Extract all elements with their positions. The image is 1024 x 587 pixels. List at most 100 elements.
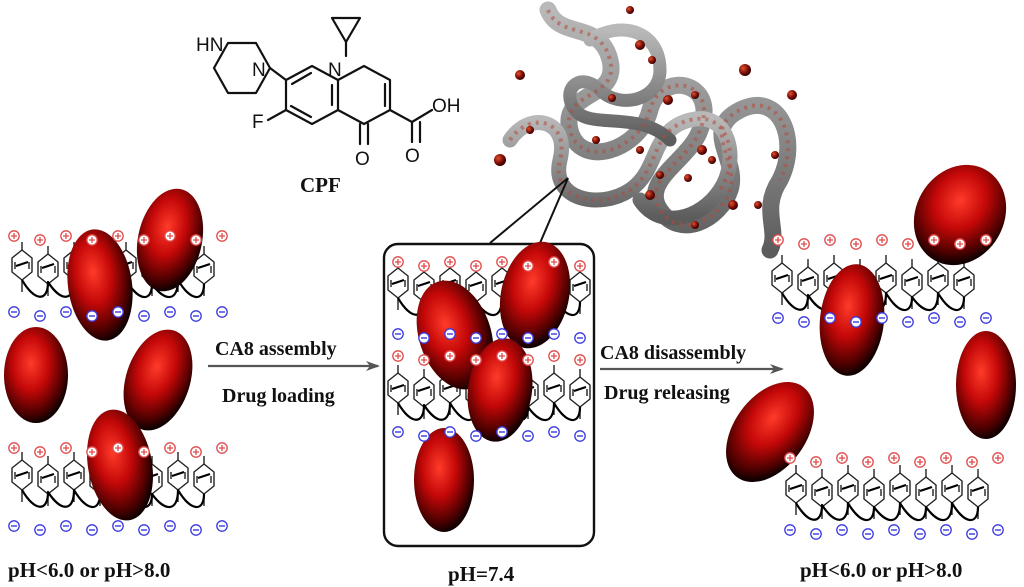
positive-charge: [810, 456, 822, 468]
negative-charge: [850, 316, 862, 328]
disassembly-arrow-bottom-label: Drug releasing: [604, 382, 730, 404]
positive-charge: [444, 256, 456, 268]
hydroxyl-label: OH: [432, 96, 461, 117]
negative-charge: [862, 528, 874, 540]
drug-particle: [645, 190, 655, 200]
positive-charge: [60, 230, 72, 242]
negative-charge: [60, 306, 72, 318]
positive-charge: [574, 354, 586, 366]
disassembly-arrow: CA8 disassembly Drug releasing: [600, 342, 784, 404]
negative-charge: [548, 328, 560, 340]
disassembly-arrow-top-label: CA8 disassembly: [600, 342, 746, 364]
drug-ellipsoid: [4, 327, 68, 423]
negative-charge: [992, 524, 1004, 536]
negative-charge: [444, 426, 456, 438]
negative-charge: [418, 332, 430, 344]
drug-particle: [626, 6, 634, 14]
negative-charge: [86, 524, 98, 536]
drug-particle: [636, 146, 644, 154]
left-ph-label: pH<6.0 or pH>8.0: [8, 558, 170, 582]
cpf-molecule: HN N N F O O OH CPF: [196, 16, 461, 197]
drug-particle: [697, 145, 707, 155]
positive-charge: [954, 238, 966, 250]
negative-charge: [60, 520, 72, 532]
positive-charge: [8, 230, 20, 242]
negative-charge: [164, 520, 176, 532]
drug-particle: [787, 90, 797, 100]
negative-charge: [470, 430, 482, 442]
zoom-callout: [489, 177, 569, 244]
drug-particle: [739, 64, 751, 76]
positive-charge: [34, 234, 46, 246]
negative-charge: [772, 312, 784, 324]
negative-charge: [216, 306, 228, 318]
drug-particle: [728, 200, 738, 210]
hn-atom-label: HN: [196, 35, 223, 56]
drug-ellipsoid: [913, 164, 1007, 266]
positive-charge: [496, 350, 508, 362]
negative-charge: [496, 426, 508, 438]
drug-particle: [754, 201, 762, 209]
negative-charge: [574, 430, 586, 442]
quinolone-n-label: N: [328, 60, 342, 81]
negative-charge: [798, 316, 810, 328]
drug-particle: [663, 95, 673, 105]
negative-charge: [836, 524, 848, 536]
negative-charge: [888, 524, 900, 536]
positive-charge: [112, 230, 124, 242]
negative-charge: [112, 306, 124, 318]
positive-charge: [836, 452, 848, 464]
negative-charge: [138, 310, 150, 322]
positive-charge: [928, 234, 940, 246]
drug-ellipsoid: [414, 428, 474, 532]
positive-charge: [138, 446, 150, 458]
positive-charge: [164, 230, 176, 242]
negative-charge: [496, 328, 508, 340]
positive-charge: [8, 442, 20, 454]
negative-charge: [418, 430, 430, 442]
positive-charge: [824, 234, 836, 246]
drug-particle: [592, 136, 600, 144]
positive-charge: [164, 442, 176, 454]
left-state-cluster: pH<6.0 or pH>8.0: [4, 188, 228, 582]
negative-charge: [190, 310, 202, 322]
drug-particle: [635, 40, 645, 50]
positive-charge: [86, 234, 98, 246]
drug-particle: [771, 151, 779, 159]
center-assembled-box: [382, 241, 596, 548]
positive-charge: [216, 442, 228, 454]
negative-charge: [216, 520, 228, 532]
negative-charge: [392, 328, 404, 340]
negative-charge: [966, 528, 978, 540]
drug-ellipsoid: [87, 409, 153, 521]
drug-particle: [648, 56, 656, 64]
negative-charge: [8, 306, 20, 318]
drug-ellipsoid: [956, 331, 1016, 439]
positive-charge: [190, 234, 202, 246]
positive-charge: [966, 456, 978, 468]
drug-particle: [526, 126, 534, 134]
positive-charge: [548, 256, 560, 268]
supramolecular-fiber-network: [502, 1, 797, 259]
positive-charge: [940, 452, 952, 464]
negative-charge: [34, 524, 46, 536]
drug-particle: [708, 156, 716, 164]
positive-charge: [112, 442, 124, 454]
positive-charge: [522, 260, 534, 272]
right-state-cluster: pH<6.0 or pH>8.0: [726, 164, 1016, 582]
positive-charge: [980, 234, 992, 246]
negative-charge: [522, 332, 534, 344]
keto-oxygen-label: O: [355, 149, 370, 170]
drug-particle: [515, 70, 525, 80]
assembly-arrow-bottom-label: Drug loading: [222, 385, 335, 407]
positive-charge: [190, 446, 202, 458]
drug-particle: [691, 221, 699, 229]
positive-charge: [392, 350, 404, 362]
negative-charge: [784, 524, 796, 536]
negative-charge: [928, 312, 940, 324]
drug-ellipsoid: [123, 329, 193, 431]
negative-charge: [954, 316, 966, 328]
positive-charge: [548, 350, 560, 362]
negative-charge: [876, 312, 888, 324]
